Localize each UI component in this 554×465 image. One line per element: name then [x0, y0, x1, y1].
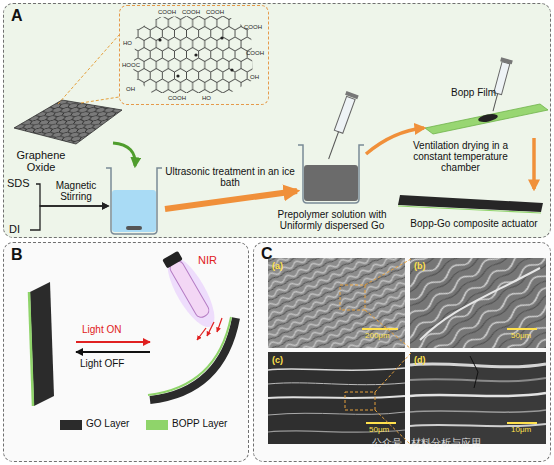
scale-bar — [507, 328, 537, 330]
functional-group-inset: COOH COOH COOH HO HOOC OH COOH COOH OH COOH HO — [119, 5, 269, 105]
sem-image-b — [410, 258, 546, 348]
go-dispersion — [304, 165, 358, 201]
node-label: B — [11, 246, 23, 264]
wrinkle — [420, 268, 540, 340]
chemical-group: COOH — [168, 95, 186, 102]
node-label: 50μm — [369, 426, 389, 435]
node-label: (c) — [272, 355, 283, 365]
epoxy-oxygen — [220, 36, 223, 39]
zoom-box — [345, 392, 375, 410]
water-liquid — [112, 190, 156, 232]
light-on-arrow — [76, 341, 150, 343]
layer-line — [268, 368, 405, 370]
chemical-group: OH — [250, 74, 259, 81]
legend-swatch — [146, 420, 168, 430]
node-label: 50μm — [511, 332, 531, 341]
dispersion-beaker: Prepolymer solution with Uniformly dispe… — [301, 146, 363, 206]
node-label: Magnetic Stirring — [47, 180, 105, 202]
reagent-label: DI — [9, 223, 29, 237]
layer-line — [268, 396, 405, 398]
flow-arrow — [113, 143, 135, 166]
flow-arrow — [532, 138, 536, 189]
sem-image-c — [268, 352, 405, 444]
node-label: Bopp-Go composite actuator — [404, 218, 544, 229]
sem-image-a — [268, 258, 405, 348]
chemical-group: COOH — [182, 9, 200, 16]
epoxy-oxygen — [158, 38, 161, 41]
chemical-group: HOOC — [122, 62, 140, 69]
annotation-label: Light OFF — [80, 358, 124, 369]
flow-arrow — [375, 353, 411, 445]
sem-image: (b) 50μm — [411, 259, 547, 349]
layer-line — [268, 383, 405, 385]
layer-line — [410, 364, 546, 367]
reagent-label: SDS — [7, 177, 35, 191]
chemical-group: COOH — [246, 50, 264, 57]
layer-line — [410, 410, 546, 412]
chemical-group: HO — [123, 40, 132, 47]
epoxy-oxygen — [230, 68, 233, 71]
sem-image: (c) 50μm — [269, 353, 406, 445]
flat-actuator — [30, 282, 54, 406]
node-label: Bopp Film — [451, 87, 496, 98]
scale-bar — [362, 328, 398, 330]
go-structure — [132, 16, 254, 94]
node-label: 200μm — [365, 332, 390, 341]
zoom-box — [340, 285, 365, 310]
composite-actuator: Bopp-Go composite actuator — [399, 191, 547, 215]
watermark: 公众号 · 材料分析与应用 — [372, 437, 481, 448]
epoxy-oxygen — [194, 53, 197, 56]
node-label: (b) — [414, 261, 426, 271]
flow-arrow — [30, 206, 108, 230]
scale-bar — [507, 422, 537, 424]
sem-image-d — [410, 352, 546, 444]
layer-line — [410, 393, 546, 396]
bopp-film: Bopp Film — [426, 104, 548, 134]
node-label: 10μm — [511, 426, 531, 435]
annotation-label: NIR — [198, 254, 217, 266]
legend-swatch — [60, 420, 82, 430]
chemical-group: COOH — [244, 24, 262, 31]
flow-arrow — [365, 259, 411, 349]
node-label: C — [261, 245, 273, 263]
chemical-group: HO — [202, 95, 211, 102]
panel: A COOH COOH COOH HO HOOC OH COOH COOH OH COOH HO Gra… — [3, 3, 551, 238]
epoxy-oxygen — [176, 74, 179, 77]
node-label: (a) — [272, 261, 283, 271]
node-label: DI — [9, 223, 20, 235]
chemical-group: OH — [126, 86, 135, 93]
sem-image: (d) 10μm — [411, 353, 547, 445]
legend-text: GO Layer — [86, 418, 129, 429]
light-off-arrow — [76, 351, 150, 353]
edge-label: Ultrasonic treatment in an ice bath — [165, 166, 295, 188]
layer-line — [410, 378, 546, 381]
legend-text: BOPP Layer — [172, 418, 227, 429]
sem-texture-a — [268, 258, 405, 348]
sem-image: (a) 200μm — [269, 259, 406, 349]
chemical-group: COOH — [158, 9, 176, 16]
stir-bar — [126, 226, 142, 230]
annotation-label: Light ON — [82, 324, 121, 335]
scale-bar — [366, 422, 396, 424]
node-label: Prepolymer solution with Uniformly dispe… — [261, 209, 403, 231]
node-label: (d) — [414, 355, 426, 365]
sem-texture-b — [410, 258, 546, 348]
crack — [470, 356, 478, 388]
flow-arrow — [58, 35, 119, 104]
edge-label: Ventilation drying in a constant tempera… — [398, 140, 523, 174]
node-label: Graphene Oxide — [6, 149, 76, 174]
stirring-beaker: Magnetic Stirring — [109, 169, 161, 235]
graphene-sheet: Graphene Oxide — [16, 101, 121, 147]
flow-arrow — [165, 191, 297, 209]
flow-arrow — [36, 184, 108, 206]
chemical-group: COOH — [206, 9, 224, 16]
layer-line — [268, 412, 405, 415]
node-label: A — [11, 7, 23, 25]
node-label: SDS — [7, 177, 30, 189]
